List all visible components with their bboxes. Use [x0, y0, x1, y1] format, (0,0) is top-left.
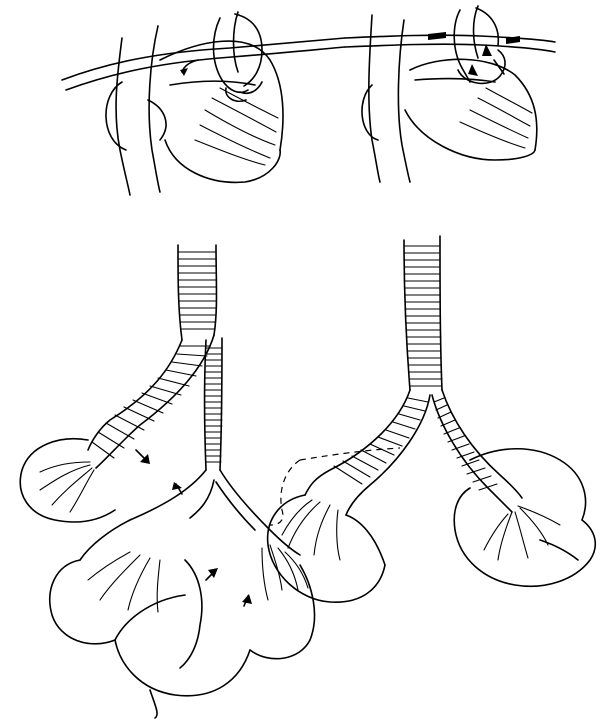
bronchus-rings-right-b: [434, 398, 497, 490]
airway-sketch-right: [268, 236, 596, 602]
heart-sketch-right: [345, 6, 555, 182]
trachea-rings-right: [404, 246, 442, 386]
airway-sketch-left: [20, 245, 314, 718]
bronchus-rings-left-b: [205, 348, 222, 462]
trachea-rings-left: [178, 252, 216, 329]
bronchus-rings-left-a: [92, 346, 210, 458]
heart-sketch-left: [62, 12, 345, 195]
bronchus-rings-right-a: [334, 398, 428, 484]
